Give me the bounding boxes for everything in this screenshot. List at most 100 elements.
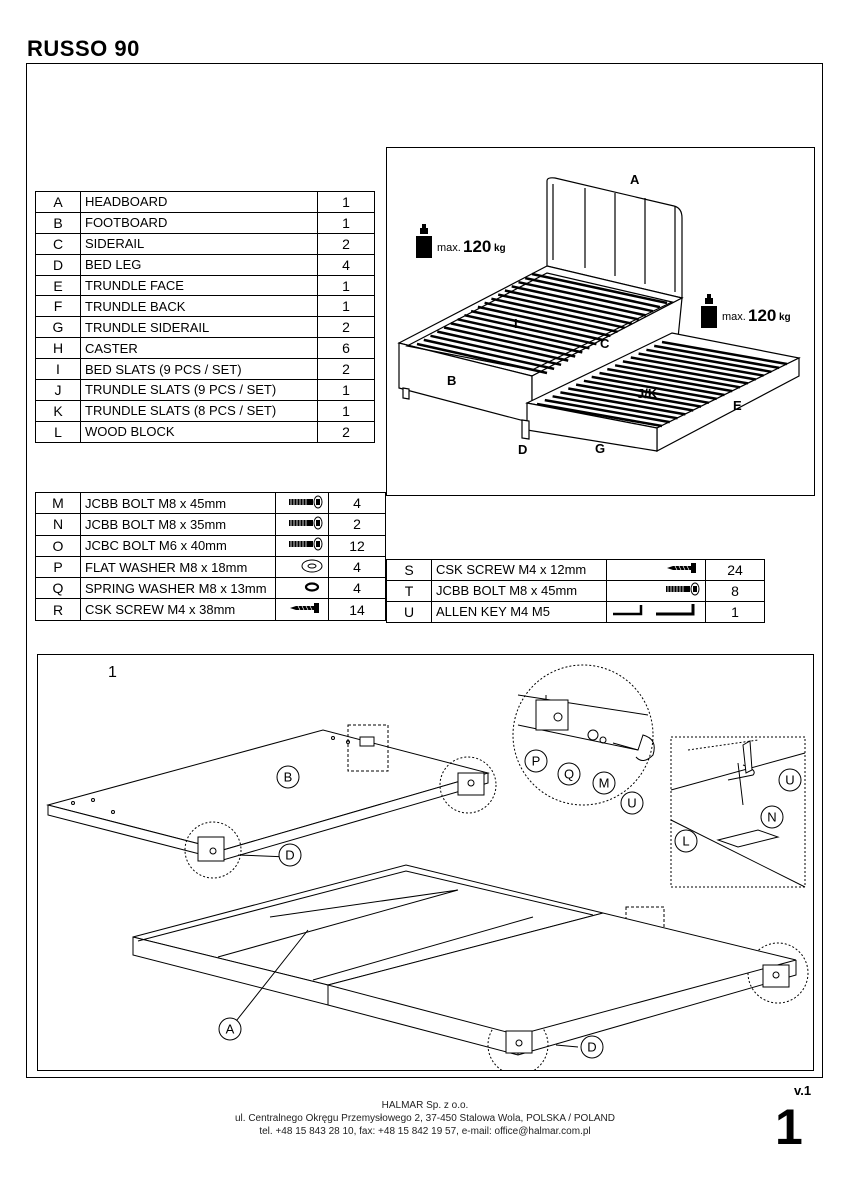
footer: HALMAR Sp. z o.o. ul. Centralnego Okręgu…: [150, 1099, 700, 1138]
bed-slat: [511, 285, 647, 317]
part-name: CSK SCREW M4 x 12mm: [431, 559, 607, 581]
bed-overview-drawing: max. 120 kg max. 120 kg A B C D E G I J/…: [397, 172, 801, 457]
max-load-value-2: 120: [748, 306, 776, 325]
trundle-slat: [583, 379, 710, 405]
part-name: WOOD BLOCK: [80, 420, 318, 443]
callout-circle: [557, 762, 581, 786]
callout-circle: [760, 805, 784, 829]
max-load-label-2: max.: [722, 311, 746, 323]
callout-d2: D: [587, 1040, 596, 1055]
part-qty: 1: [317, 191, 375, 213]
bed-slat: [443, 326, 576, 358]
callout-q: Q: [564, 767, 574, 782]
part-qty: 12: [328, 534, 386, 557]
part-code: H: [35, 337, 81, 360]
part-qty: 24: [705, 559, 765, 581]
part-name: SPRING WASHER M8 x 13mm: [80, 577, 276, 600]
callout-m: M: [599, 776, 610, 791]
part-code: D: [35, 253, 81, 276]
part-code: O: [35, 534, 81, 557]
part-code: R: [35, 598, 81, 621]
bed-slat: [437, 330, 569, 362]
bed-slat: [450, 322, 583, 354]
part-code: M: [35, 491, 81, 515]
part-code: T: [386, 579, 432, 602]
part-qty: 2: [317, 316, 375, 339]
part-name: TRUNDLE BACK: [80, 295, 318, 318]
label-e: E: [733, 398, 742, 413]
bed-slat: [504, 289, 640, 321]
callout-b: B: [284, 770, 293, 785]
callout-n: N: [767, 810, 776, 825]
part-code: L: [35, 420, 81, 443]
footer-company: HALMAR Sp. z o.o.: [381, 1100, 469, 1111]
bolt-icon: [666, 582, 700, 596]
trundle-slat: [552, 395, 678, 420]
label-jk: J/K: [637, 386, 658, 401]
screw-icon: [290, 603, 319, 614]
label-i: I: [514, 316, 518, 331]
part-qty: 1: [317, 379, 375, 401]
trundle-slat: [575, 383, 702, 408]
bed-slat: [497, 293, 632, 325]
part-name: BED SLATS (9 PCS / SET): [80, 358, 318, 381]
part-qty: 14: [328, 598, 386, 621]
part-qty: 1: [317, 274, 375, 297]
part-name: JCBC BOLT M6 x 40mm: [80, 534, 276, 557]
trundle-slat: [568, 387, 694, 412]
bolt-icon: [289, 495, 323, 509]
max-load-value-1: 120: [463, 237, 491, 256]
part-qty: 8: [705, 579, 765, 602]
bed-slat: [416, 342, 548, 375]
spring-washer-icon: [304, 582, 320, 592]
bed-slat: [430, 334, 562, 367]
step-number: 1: [108, 664, 117, 681]
part-code: Q: [35, 577, 81, 600]
page-number: 1: [775, 1099, 803, 1155]
part-name: HEADBOARD: [80, 191, 318, 213]
label-g: G: [595, 441, 605, 456]
part-name: FLAT WASHER M8 x 18mm: [80, 555, 276, 579]
screw-icon: [667, 563, 696, 574]
part-qty: 4: [328, 491, 386, 515]
label-b: B: [447, 373, 456, 388]
callout-circle: [524, 749, 548, 773]
part-qty: 6: [317, 337, 375, 360]
bolt-icon: [289, 516, 323, 530]
step-1-drawing: 1: [46, 664, 809, 1076]
page-frame: [26, 63, 823, 1078]
part-code: A: [35, 191, 81, 213]
part-qty: 2: [328, 513, 386, 536]
trundle-slat: [630, 356, 757, 381]
trundle-slat: [622, 360, 749, 385]
part-name: CSK SCREW M4 x 38mm: [80, 598, 276, 621]
part-icon-cell: [275, 555, 329, 579]
trundle-slat: [638, 352, 764, 377]
part-code: J: [35, 379, 81, 401]
part-code: C: [35, 232, 81, 255]
trundle-slat: [544, 398, 671, 424]
page-title: RUSSO 90: [27, 36, 140, 61]
part-name: SIDERAIL: [80, 232, 318, 255]
part-code: G: [35, 316, 81, 339]
part-code: S: [386, 559, 432, 581]
part-qty: 4: [328, 555, 386, 579]
part-name: CASTER: [80, 337, 318, 360]
callout-circle: [592, 771, 616, 795]
